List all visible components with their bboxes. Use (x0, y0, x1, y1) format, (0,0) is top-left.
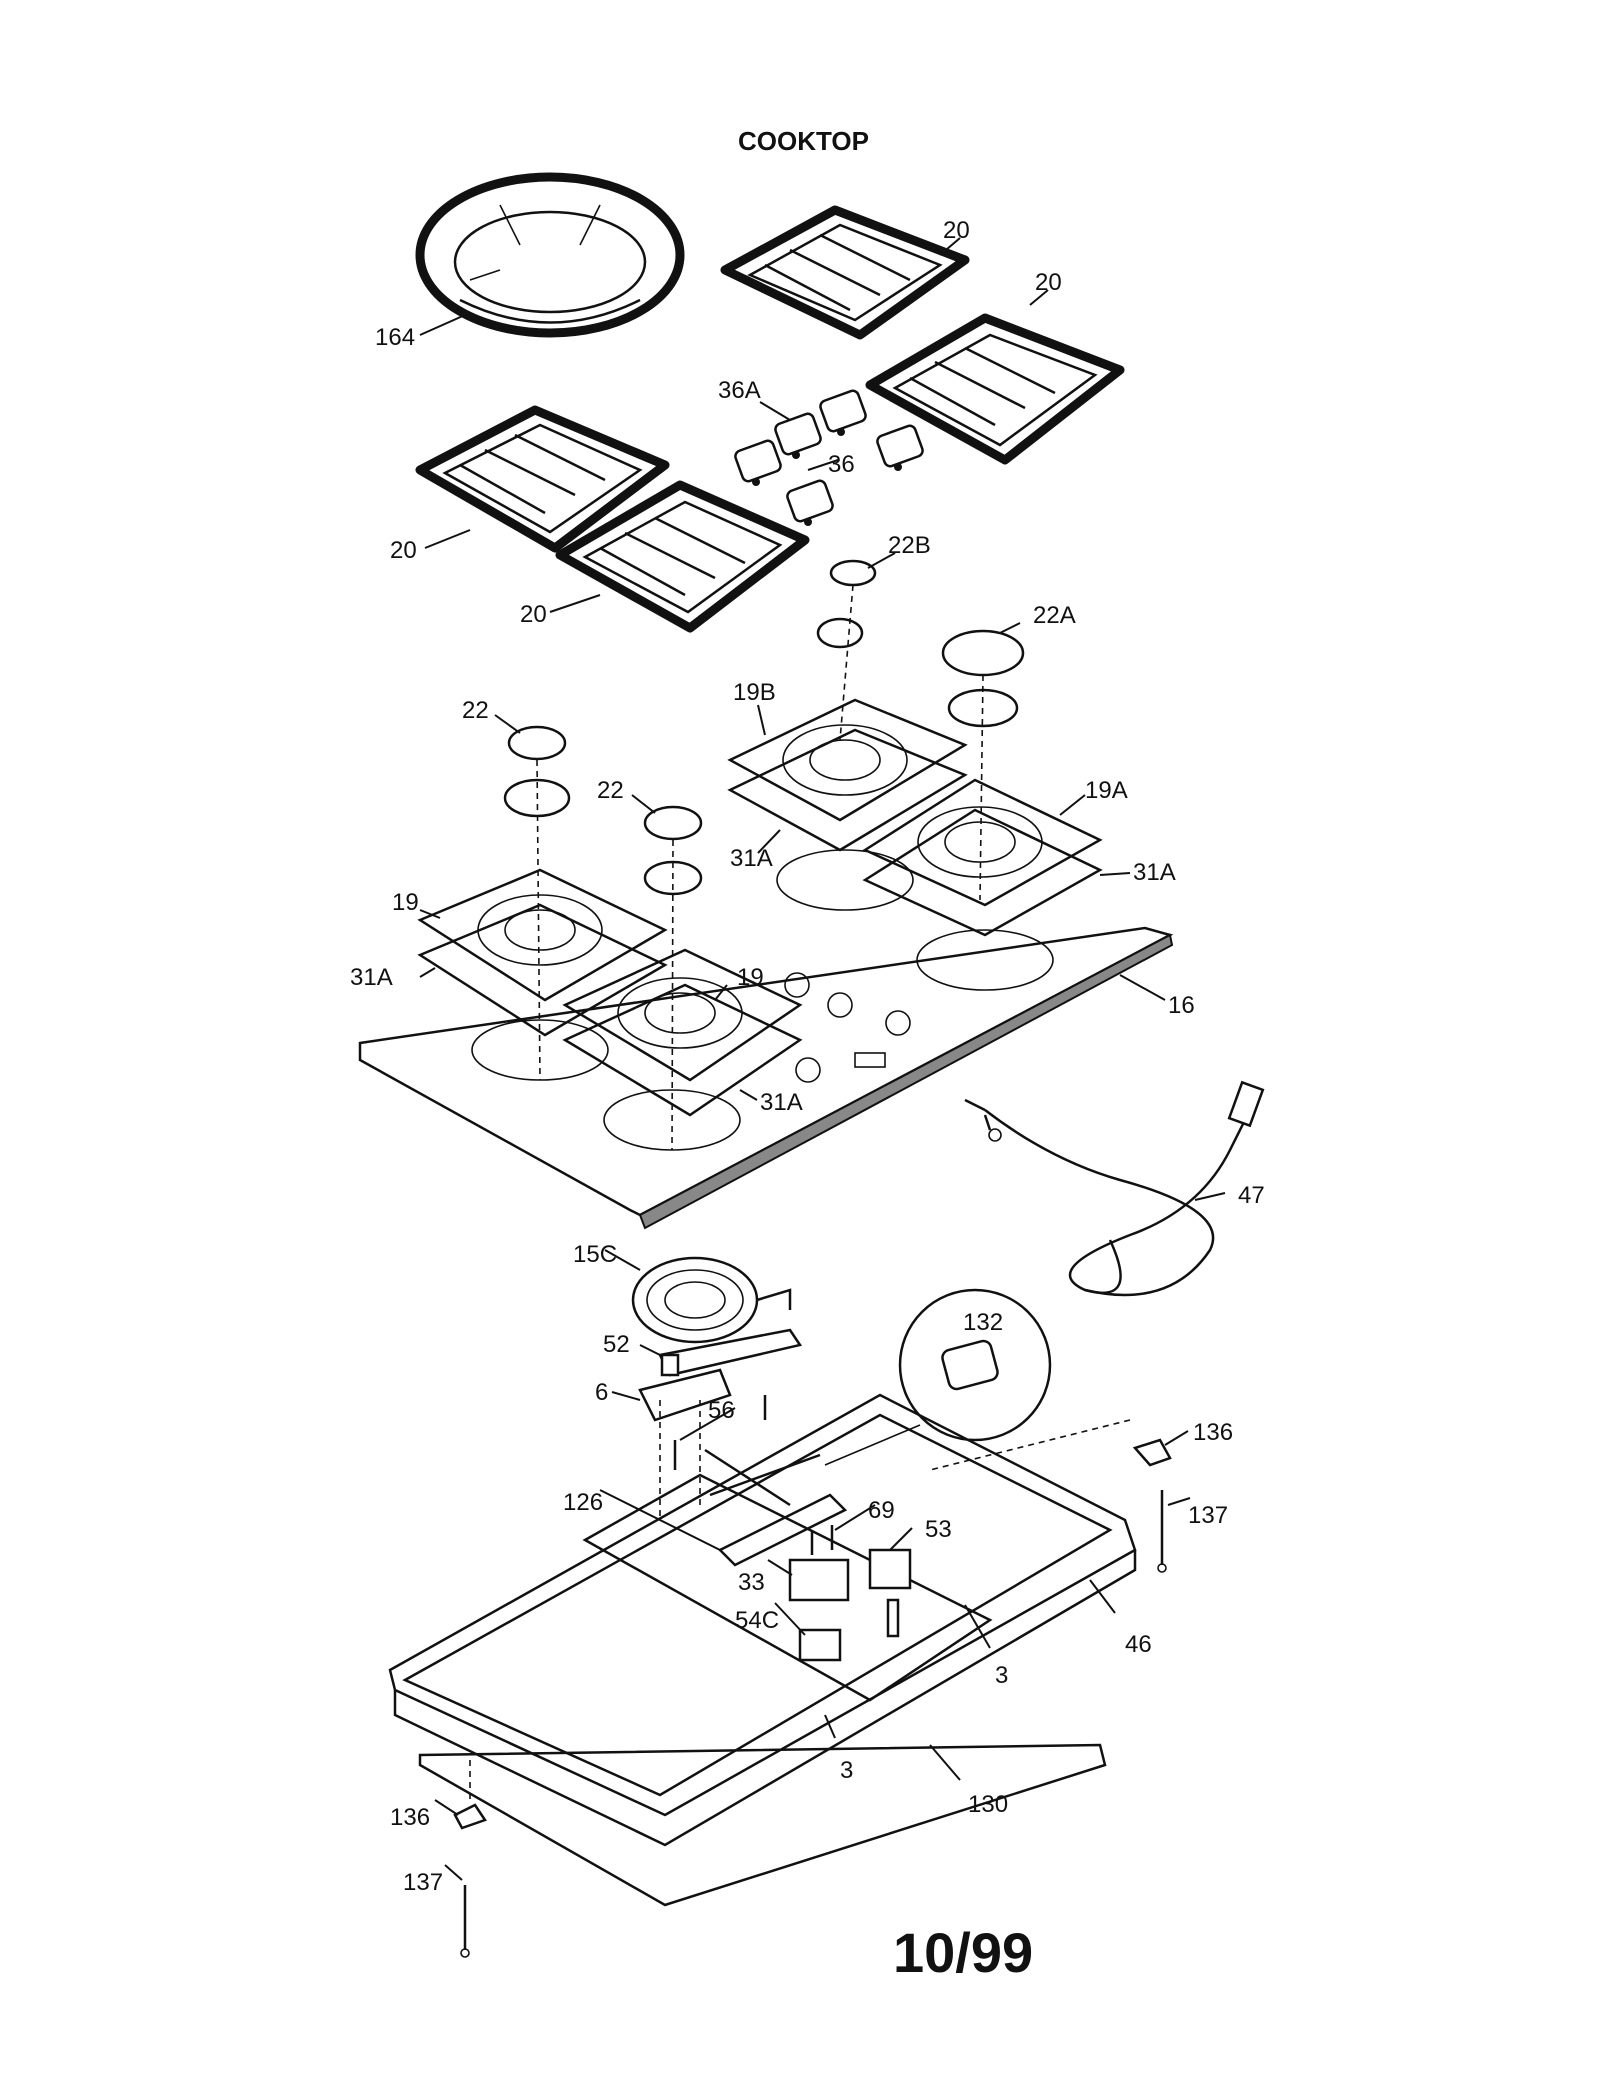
callout-31a-c: 31A (350, 964, 393, 991)
callout-137-a: 137 (1188, 1502, 1228, 1529)
callout-164: 164 (375, 324, 415, 351)
callout-19b: 19B (733, 679, 776, 706)
callout-20-a: 20 (943, 217, 970, 244)
callout-53: 53 (925, 1516, 952, 1543)
callout-69: 69 (868, 1497, 895, 1524)
callout-3-b: 3 (840, 1757, 853, 1784)
grate-top-left (720, 205, 970, 340)
detail-circle-132 (824, 1288, 1052, 1466)
callout-31a-d: 31A (760, 1089, 803, 1116)
callout-20-b: 20 (1035, 269, 1062, 296)
power-cord (964, 1080, 1265, 1297)
callout-130: 130 (968, 1791, 1008, 1818)
radiant-element (631, 1256, 803, 1377)
callout-54c: 54C (735, 1607, 779, 1634)
burner-caps (507, 559, 1025, 841)
brackets-screws (453, 1438, 1172, 1958)
callout-46: 46 (1125, 1631, 1152, 1658)
valve-manifold (717, 1493, 912, 1662)
burner-box (388, 1393, 1137, 1847)
callout-126: 126 (563, 1489, 603, 1516)
leader-lines (419, 237, 1226, 1881)
callout-136-a: 136 (1193, 1419, 1233, 1446)
callout-136-b: 136 (390, 1804, 430, 1831)
date-code: 10/99 (893, 1921, 1033, 1984)
grate-top-right (865, 313, 1125, 465)
burner-pans (417, 698, 1103, 1117)
grate-bottom-left (415, 405, 670, 553)
callout-20-d: 20 (520, 601, 547, 628)
callout-52: 52 (603, 1331, 630, 1358)
callout-31a-a: 31A (1133, 859, 1176, 886)
callout-3-a: 3 (995, 1662, 1008, 1689)
callout-6: 6 (595, 1379, 608, 1406)
callout-22-b: 22 (597, 777, 624, 804)
callout-16: 16 (1168, 992, 1195, 1019)
callout-56: 56 (708, 1397, 735, 1424)
diagram-title: COOKTOP (738, 126, 869, 156)
callout-22a: 22A (1033, 602, 1076, 629)
callout-22b: 22B (888, 532, 931, 559)
cooktop-glass (358, 849, 1174, 1230)
callout-36a: 36A (718, 377, 761, 404)
callout-19-a: 19 (392, 889, 419, 916)
wok-ring (415, 172, 685, 338)
callout-31a-b: 31A (730, 845, 773, 872)
mounting-hardware (638, 1353, 767, 1470)
callout-20-c: 20 (390, 537, 417, 564)
callout-137-b: 137 (403, 1869, 443, 1896)
assembly-lines (469, 584, 1131, 1800)
control-knobs (734, 389, 924, 526)
callout-labels: 164 20 20 20 20 36A 36 22B 22A 19B 22 22… (350, 217, 1265, 1896)
callout-132: 132 (963, 1309, 1003, 1336)
callout-47: 47 (1238, 1182, 1265, 1209)
callout-15c: 15C (573, 1241, 617, 1268)
callout-33: 33 (738, 1569, 765, 1596)
callout-19a: 19A (1085, 777, 1128, 804)
callout-19-b: 19 (737, 964, 764, 991)
callout-36: 36 (828, 451, 855, 478)
bottom-plate (418, 1743, 1107, 1907)
grate-bottom-right (555, 480, 810, 633)
callout-22-a: 22 (462, 697, 489, 724)
